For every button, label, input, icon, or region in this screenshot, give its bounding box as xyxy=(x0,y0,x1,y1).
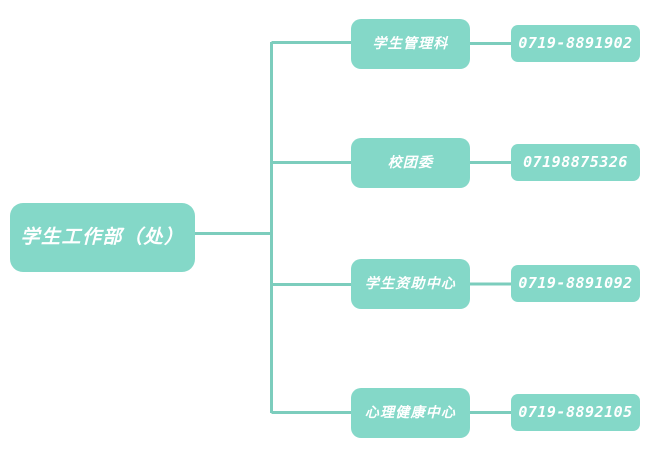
department-node-label: 学生管理科 xyxy=(372,36,449,52)
department-node-label: 心理健康中心 xyxy=(364,405,457,421)
phone-node-label: 07198875326 xyxy=(523,153,628,171)
root-node-label: 学生工作部（处） xyxy=(20,226,185,248)
phone-node[interactable]: 0719-8891092 xyxy=(511,265,640,302)
department-node[interactable]: 心理健康中心 xyxy=(351,388,470,438)
phone-node-label: 0719-8892105 xyxy=(518,403,633,421)
phone-node-label: 0719-8891902 xyxy=(518,34,633,52)
department-node-label: 校团委 xyxy=(387,155,434,171)
phone-node[interactable]: 0719-8892105 xyxy=(511,394,640,431)
phone-node[interactable]: 07198875326 xyxy=(511,144,640,181)
department-node-label: 学生资助中心 xyxy=(364,276,457,292)
department-node[interactable]: 学生资助中心 xyxy=(351,259,470,309)
phone-node[interactable]: 0719-8891902 xyxy=(511,25,640,62)
phone-node-label: 0719-8891092 xyxy=(518,274,633,292)
root-node[interactable]: 学生工作部（处） xyxy=(10,203,195,272)
department-node[interactable]: 校团委 xyxy=(351,138,470,188)
department-node[interactable]: 学生管理科 xyxy=(351,19,470,69)
